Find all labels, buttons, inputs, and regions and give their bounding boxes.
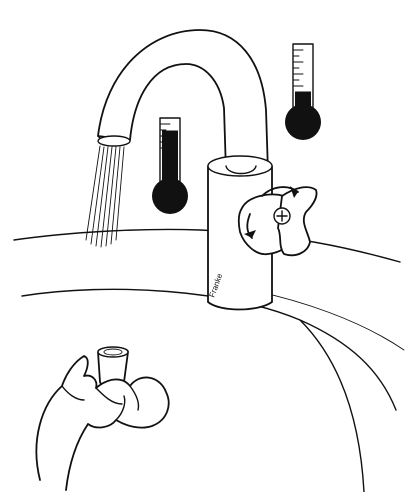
aerator-cleaning-icon [36,347,168,490]
thermometer-low-icon [285,44,321,140]
thermometer-high-icon [152,118,188,214]
